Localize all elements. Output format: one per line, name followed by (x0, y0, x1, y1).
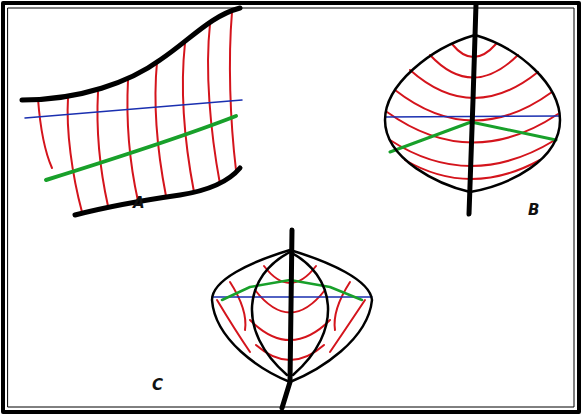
frame (3, 3, 579, 412)
panel-letter: C (152, 378, 163, 393)
panel-letter: A (133, 196, 145, 211)
leaf-c (212, 230, 372, 408)
leaf-b (385, 4, 560, 214)
leaf-strip-a (22, 8, 242, 215)
frame-inner (8, 8, 574, 407)
panel-letter: B (528, 203, 539, 218)
